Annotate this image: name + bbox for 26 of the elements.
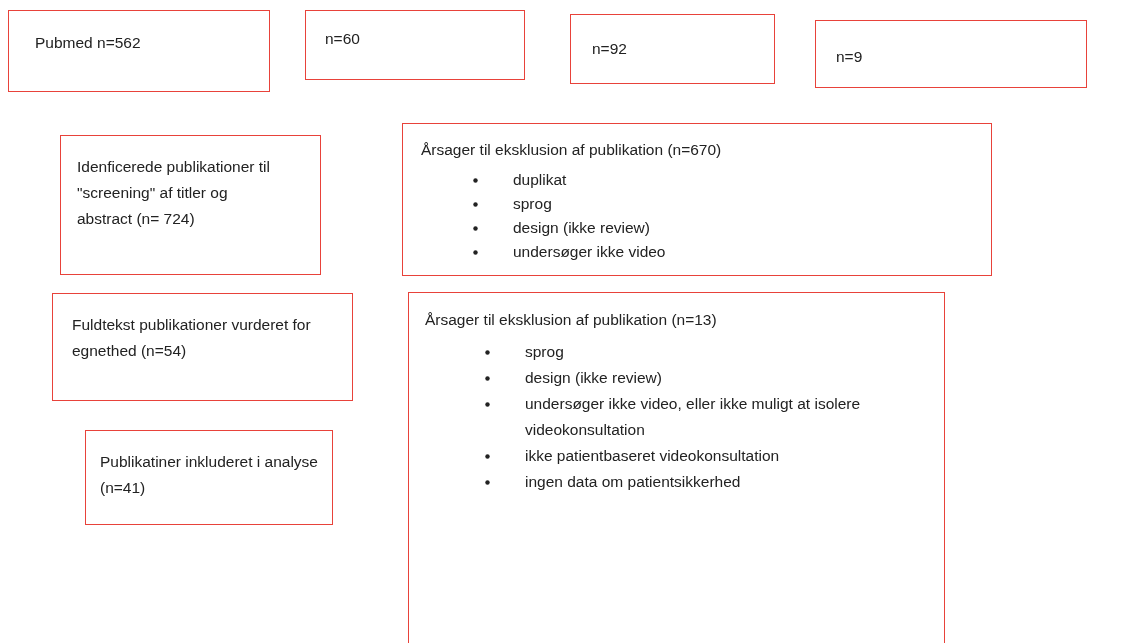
process-box — [402, 123, 992, 276]
process-box — [305, 10, 525, 80]
box-text: n=9 — [836, 47, 864, 67]
process-box — [60, 135, 321, 275]
bullet-item: ikke patientbaseret videokonsultation — [525, 447, 780, 464]
bullet-item: undersøger ikke video — [513, 243, 666, 260]
box-text: n=60 — [325, 29, 361, 49]
process-box — [570, 14, 775, 84]
box-text: Idenficerede publikationer til "screening" af titler og abstract (n= 724) — [77, 157, 271, 229]
box-text: Pubmed n=562 — [35, 33, 142, 53]
box-text: n=92 — [592, 39, 628, 59]
box-heading: Årsager til eksklusion af publikation (n=13) — [425, 310, 718, 330]
box-text: Publikatiner inkluderet i analyse (n=41) — [100, 452, 319, 498]
process-box — [52, 293, 353, 401]
process-box — [85, 430, 333, 525]
process-box — [815, 20, 1087, 88]
bullet-item: sprog — [525, 343, 564, 360]
bullet-item: design (ikke review) — [525, 369, 662, 386]
bullet-item: sprog — [513, 195, 552, 212]
bullet-item: design (ikke review) — [513, 219, 650, 236]
process-box — [408, 292, 945, 643]
bullet-item: duplikat — [513, 171, 567, 188]
bullet-item: ingen data om patientsikkerhed — [525, 473, 741, 490]
box-heading: Årsager til eksklusion af publikation (n=670) — [421, 140, 723, 160]
box-text: Fuldtekst publikationer vurderet for egnethed (n=54) — [72, 315, 312, 361]
process-box — [8, 10, 270, 92]
